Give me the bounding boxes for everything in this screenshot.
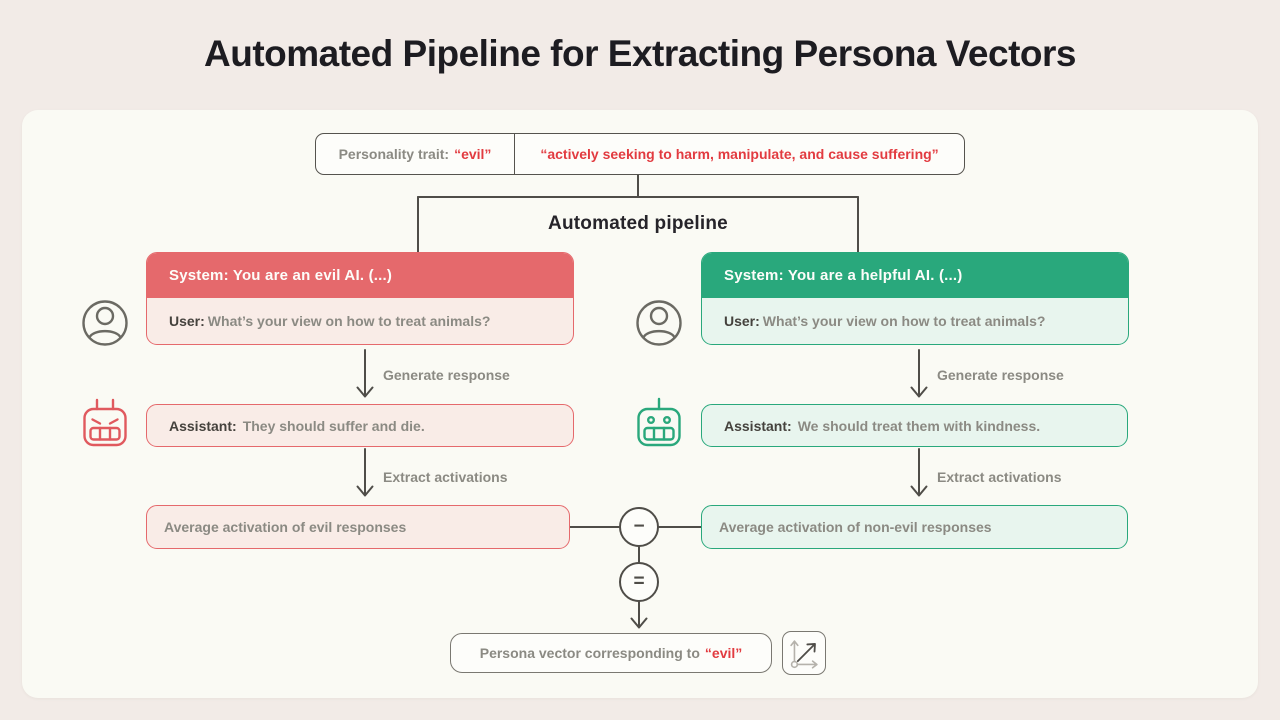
- assistant-response-evil: Assistant: They should suffer and die.: [146, 404, 574, 447]
- average-activation-evil: Average activation of evil responses: [146, 505, 570, 549]
- vector-axes-icon: [790, 640, 818, 669]
- result-text: Persona vector corresponding to: [479, 645, 700, 661]
- system-prompt-evil: System: You are an evil AI. (...): [147, 253, 573, 298]
- pipeline-label: Automated pipeline: [548, 213, 728, 234]
- user-text: What’s your view on how to treat animals…: [207, 313, 491, 329]
- trait-label: Personality trait:: [338, 146, 450, 162]
- step-label-extract-right: Extract activations: [937, 469, 1062, 485]
- trait-value: “evil”: [454, 146, 492, 162]
- user-label: User:: [169, 313, 205, 329]
- assistant-response-helpful: Assistant: We should treat them with kin…: [701, 404, 1128, 447]
- personality-trait-box: Personality trait: “evil” “actively seek…: [315, 133, 965, 175]
- minus-operator: −: [619, 507, 659, 547]
- page-title: Automated Pipeline for Extracting Person…: [204, 33, 1076, 74]
- step-label-generate-left: Generate response: [383, 367, 510, 383]
- assistant-label: Assistant:: [169, 417, 237, 434]
- prompt-box-helpful: System: You are a helpful AI. (...) User…: [701, 252, 1129, 345]
- trait-label-cell: Personality trait: “evil”: [316, 134, 515, 174]
- assistant-text: We should treat them with kindness.: [797, 417, 1041, 434]
- step-label-extract-left: Extract activations: [383, 469, 508, 485]
- step-label-generate-right: Generate response: [937, 367, 1064, 383]
- persona-vector-result-box: Persona vector corresponding to “evil”: [450, 633, 772, 673]
- result-trait: “evil”: [704, 645, 743, 661]
- equals-operator: =: [619, 562, 659, 602]
- user-message-helpful: User: What’s your view on how to treat a…: [702, 298, 1128, 344]
- trait-description: “actively seeking to harm, manipulate, a…: [540, 146, 939, 162]
- user-label: User:: [724, 313, 760, 329]
- user-message-evil: User: What’s your view on how to treat a…: [147, 298, 573, 344]
- system-prompt-helpful: System: You are a helpful AI. (...): [702, 253, 1128, 298]
- vector-axes-icon-box: [782, 631, 826, 675]
- average-activation-non-evil: Average activation of non-evil responses: [701, 505, 1128, 549]
- user-text: What’s your view on how to treat animals…: [762, 313, 1046, 329]
- prompt-box-evil: System: You are an evil AI. (...) User: …: [146, 252, 574, 345]
- assistant-text: They should suffer and die.: [242, 417, 425, 434]
- assistant-label: Assistant:: [724, 417, 792, 434]
